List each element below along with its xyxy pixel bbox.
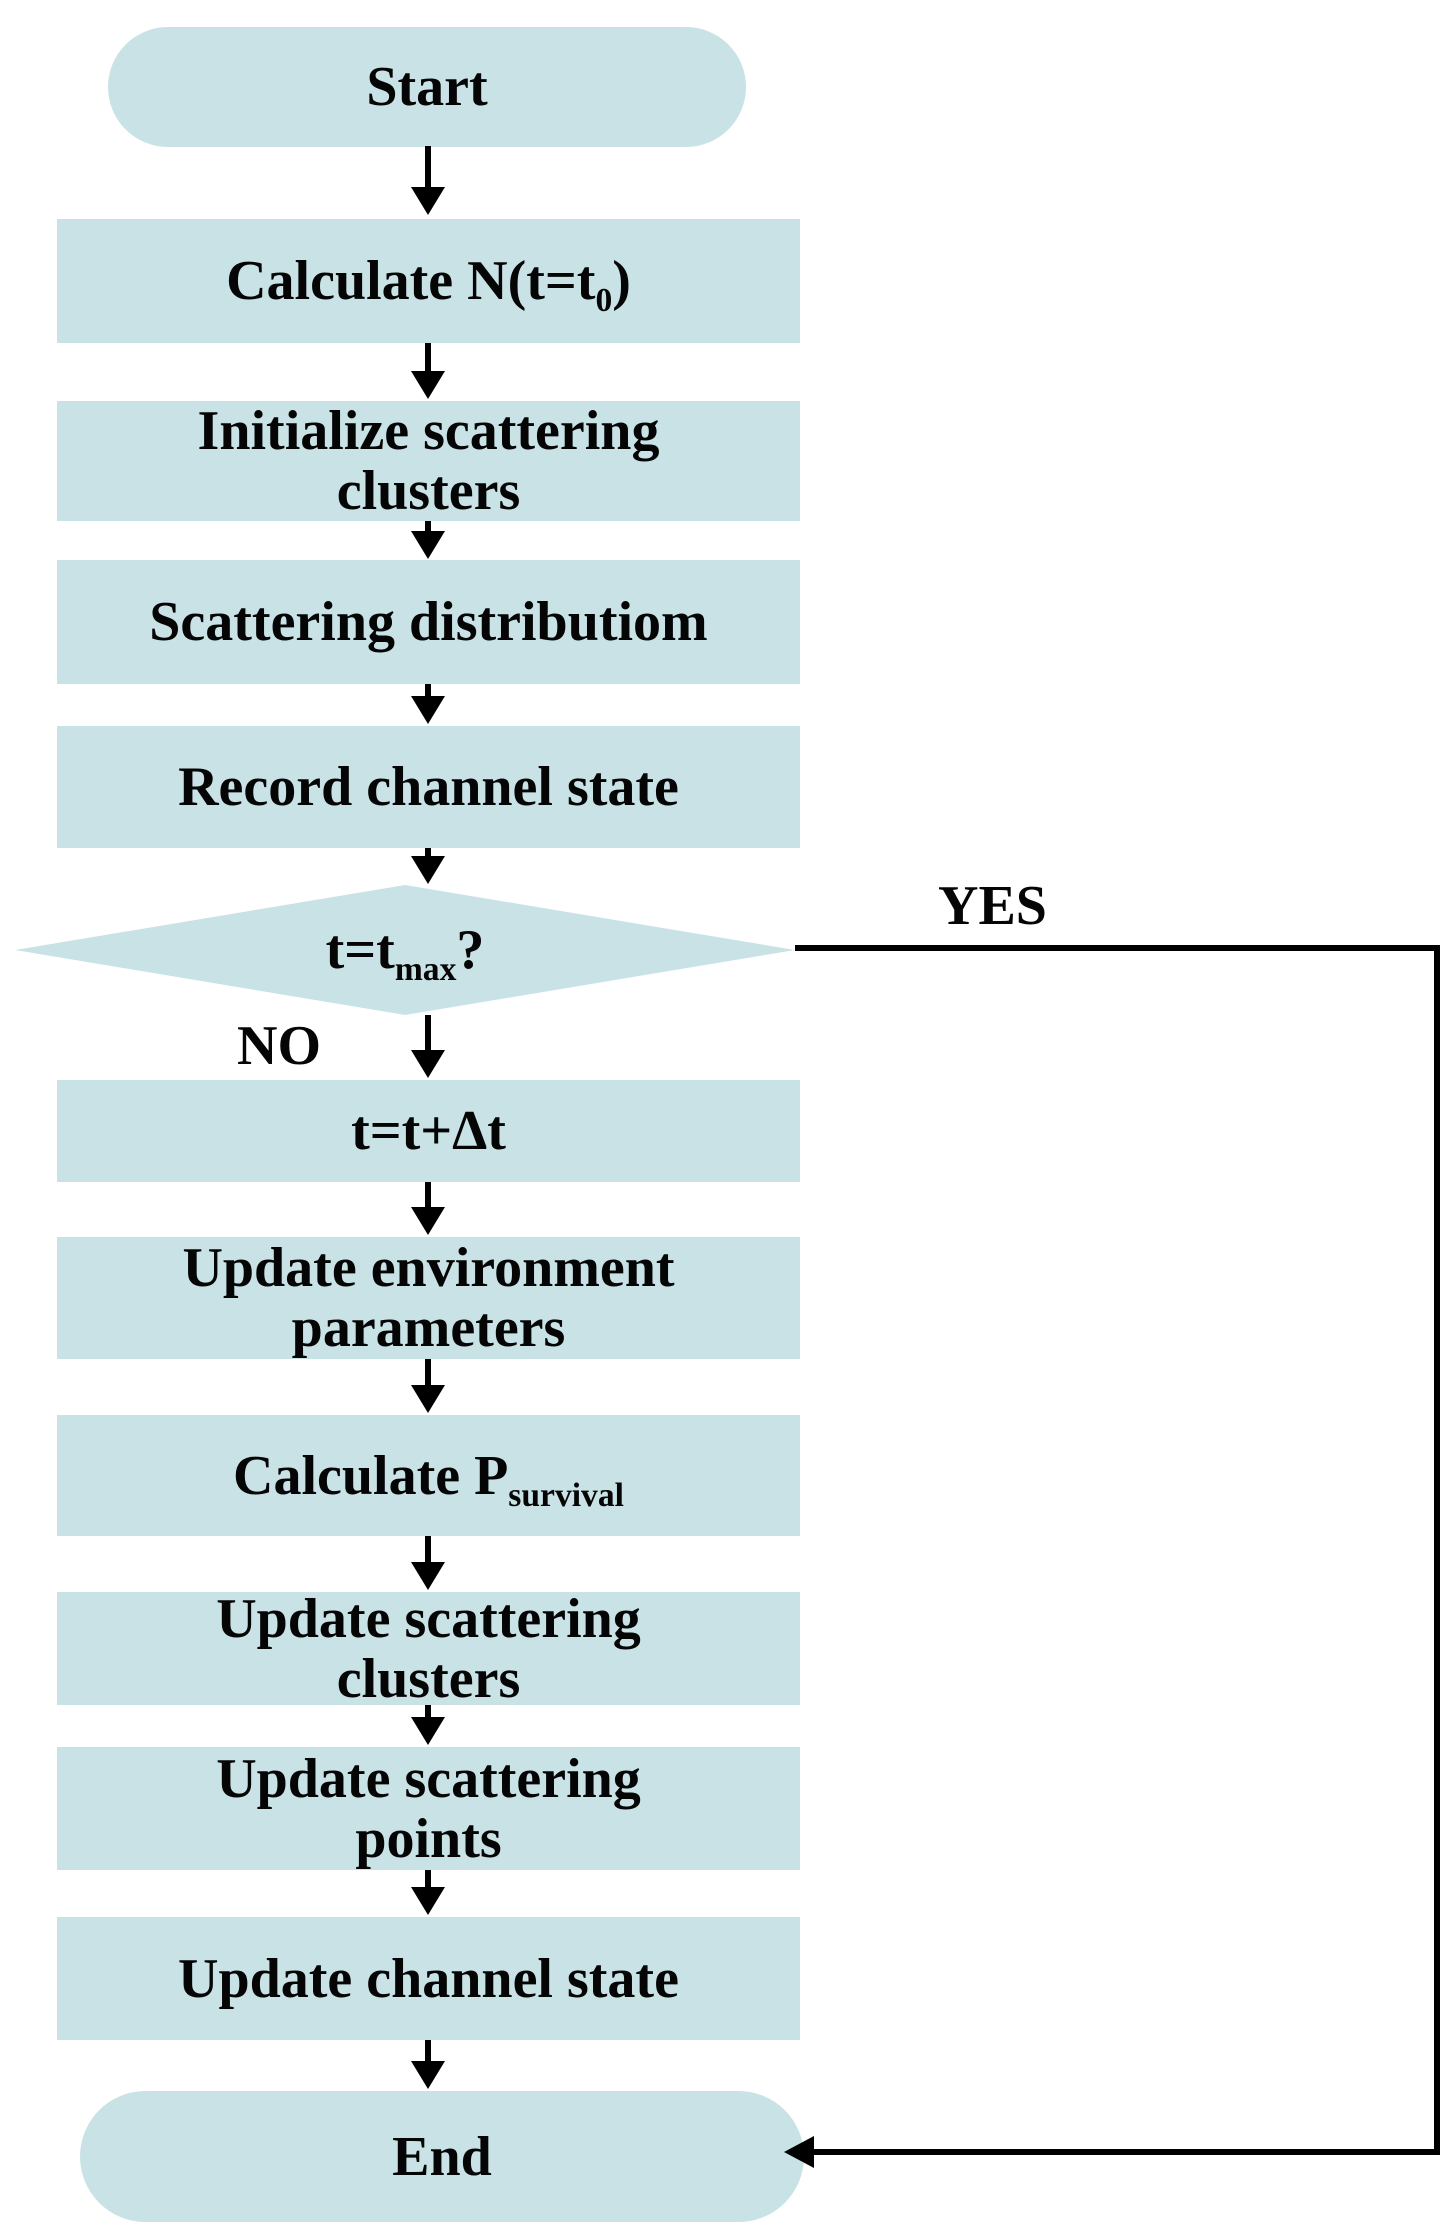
flow-node-scattering-distribution: Scattering distributiom [57, 560, 800, 684]
arrow-decision-no-to-t-increment [411, 1015, 445, 1078]
flow-node-calculate-p-label: Calculate Psurvival [233, 1444, 624, 1514]
flow-node-update-environment: Update environment parameters [57, 1237, 800, 1359]
flow-node-initialize-clusters: Initialize scattering clusters [57, 401, 800, 521]
flow-node-decision-tmax: t=tmax? [15, 885, 795, 1015]
flow-node-update-channel-state: Update channel state [57, 1917, 800, 2040]
arrow-calculate-n-to-initialize [411, 343, 445, 399]
arrow-environment-to-p-survival [411, 1359, 445, 1413]
no-label: NO [237, 1015, 321, 1077]
flow-node-start-label: Start [366, 56, 488, 118]
flow-node-calculate-n: Calculate N(t=t0) [57, 219, 800, 343]
yes-loop-bottom-segment [812, 2149, 1440, 2155]
yes-loop-arrowhead [784, 2136, 814, 2168]
flow-node-update-points: Update scattering points [57, 1747, 800, 1870]
arrow-distribution-to-record [411, 684, 445, 724]
flow-node-record-channel-state: Record channel state [57, 726, 800, 848]
yes-label: YES [938, 875, 1047, 937]
arrow-t-increment-to-environment [411, 1182, 445, 1235]
arrow-points-to-channel-state [411, 1870, 445, 1915]
flow-node-calculate-n-label: Calculate N(t=t0) [226, 250, 631, 319]
yes-loop-right-segment [1434, 945, 1440, 2155]
arrow-initialize-to-distribution [411, 521, 445, 559]
flow-node-t-increment: t=t+Δt [57, 1080, 800, 1182]
flow-node-calculate-p-survival: Calculate Psurvival [57, 1415, 800, 1536]
yes-loop-top-segment [795, 945, 1440, 951]
arrow-record-to-decision [411, 848, 445, 884]
flow-node-end: End [80, 2091, 804, 2222]
arrow-channel-state-to-end [411, 2040, 445, 2089]
arrow-p-survival-to-clusters [411, 1536, 445, 1590]
flow-node-start: Start [108, 27, 746, 147]
arrow-start-to-calculate-n [411, 146, 445, 215]
flow-node-update-clusters: Update scattering clusters [57, 1589, 800, 1709]
arrow-clusters-to-points [411, 1705, 445, 1745]
flow-node-decision-label: t=tmax? [325, 919, 485, 988]
